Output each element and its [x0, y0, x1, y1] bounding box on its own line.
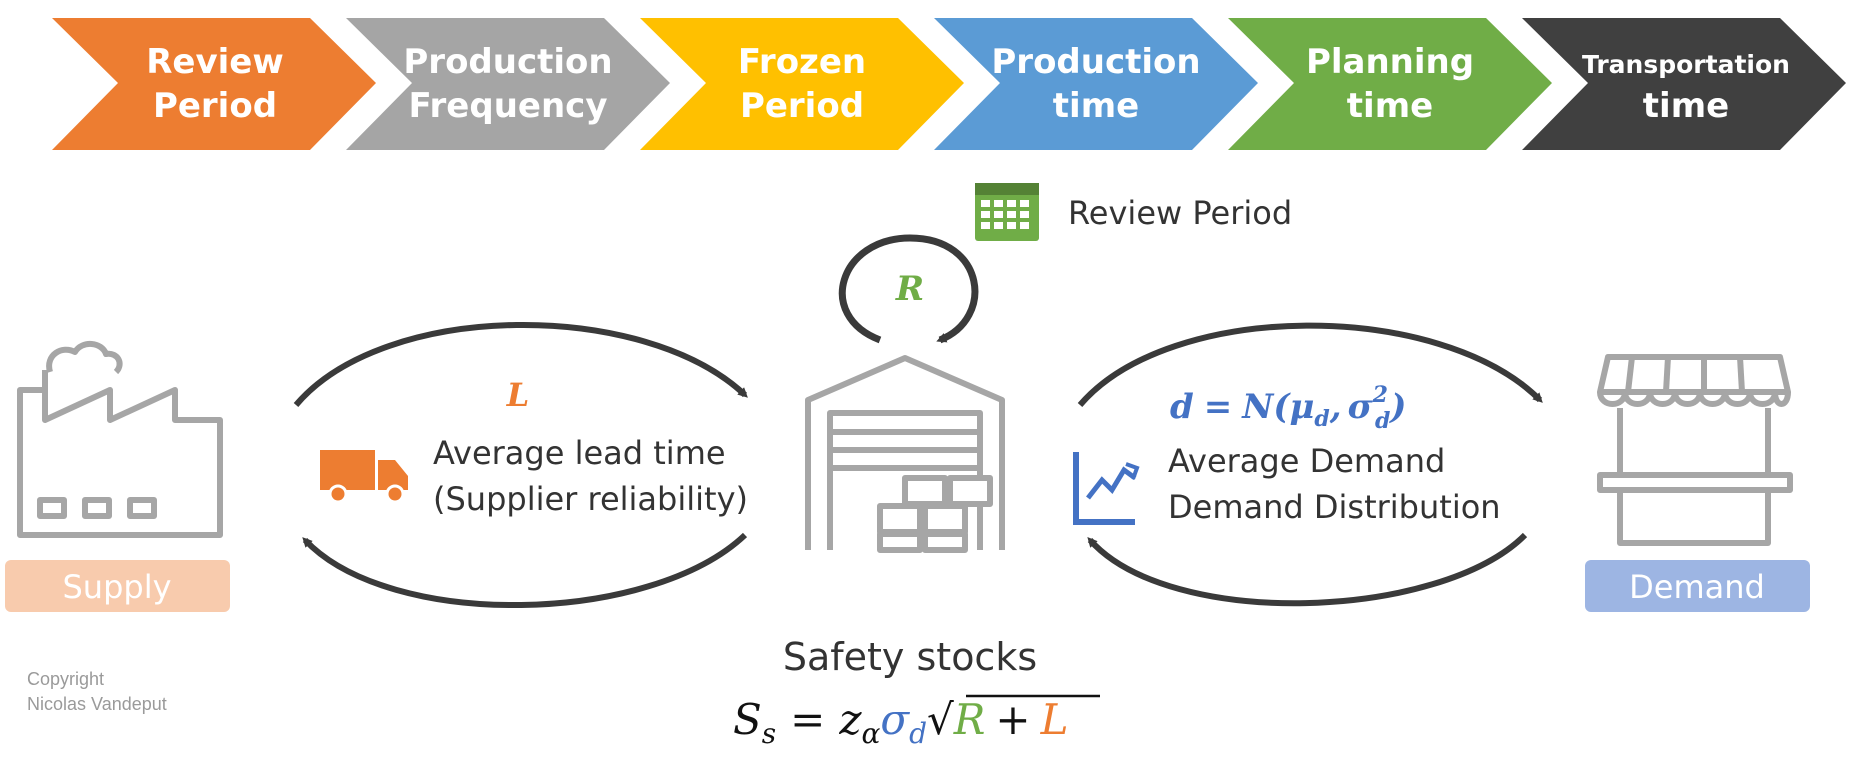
- warehouse-icon: [805, 355, 1005, 553]
- formula-mu: μ: [1289, 387, 1314, 427]
- chevron-line1: Frozen: [738, 42, 866, 82]
- chevron-line2: time: [1643, 86, 1729, 126]
- chevron-line2: time: [1053, 86, 1139, 126]
- formula-plus: +: [995, 695, 1030, 744]
- demand-top-arrow: [1077, 322, 1543, 407]
- demand-line1: Average Demand: [1168, 442, 1445, 480]
- review-symbol-r: R: [895, 269, 924, 309]
- chevron-line1: Transportation: [1582, 50, 1790, 79]
- chevron-line1: Planning: [1306, 42, 1474, 82]
- chevron-line1: Review: [146, 42, 284, 82]
- chevron-transportation-time: Transportation time: [1522, 18, 1846, 150]
- lead-time-line2: (Supplier reliability): [433, 480, 748, 518]
- trend-chart-icon: [1073, 452, 1140, 525]
- safety-stock-formula: Ss = zασd√R+L: [733, 695, 1069, 750]
- demand-badge-label: Demand: [1629, 568, 1765, 606]
- chevron-line1: Production: [991, 42, 1200, 82]
- formula-sigma: σ: [880, 695, 910, 744]
- formula-eq: =: [1204, 387, 1233, 427]
- copyright-line2: Nicolas Vandeput: [27, 694, 167, 714]
- chevron-production-time: Production time: [934, 18, 1258, 150]
- chevron-production-frequency: Production Frequency: [346, 18, 670, 150]
- formula-S-sub: s: [762, 717, 776, 750]
- supply-badge: [5, 560, 230, 612]
- demand-badge: [1585, 560, 1810, 612]
- calendar-icon: [975, 183, 1039, 241]
- demand-bottom-arrow: [1087, 532, 1528, 607]
- lead-time-symbol-l: L: [506, 376, 530, 414]
- formula-mu-sub: d: [1314, 406, 1329, 432]
- formula-sup: 2: [1372, 382, 1388, 408]
- supply-badge-label: Supply: [62, 568, 171, 606]
- safety-stocks-title: Safety stocks: [783, 635, 1037, 679]
- formula-close: ): [1388, 387, 1406, 427]
- chevron-line2: Period: [153, 86, 277, 126]
- formula-d: d: [1170, 387, 1194, 427]
- formula-sqrt: √: [927, 695, 954, 744]
- formula-z: z: [838, 695, 862, 744]
- formula-fn: N(: [1241, 387, 1291, 427]
- chevron-planning-time: Planning time: [1228, 18, 1552, 150]
- formula-S: S: [733, 695, 762, 744]
- formula-comma: ,: [1329, 387, 1342, 427]
- chevron-line2: Period: [740, 86, 864, 126]
- formula-sigma-sub: d: [1375, 408, 1390, 434]
- formula-sigma-sub: d: [909, 717, 927, 750]
- cycle-arrow-icon: [838, 234, 979, 344]
- store-icon: [1597, 354, 1793, 546]
- copyright-line1: Copyright: [27, 669, 104, 689]
- formula-R: R: [953, 695, 986, 744]
- chevron-frozen-period: Frozen Period: [640, 18, 964, 150]
- chevron-line1: Production: [403, 42, 612, 82]
- chevron-review-period: Review Period: [52, 18, 376, 150]
- lead-time-line1: Average lead time: [433, 434, 726, 472]
- formula-alpha: α: [862, 717, 881, 750]
- formula-L: L: [1040, 695, 1069, 744]
- lead-time-top-arrow: [293, 322, 748, 407]
- formula-sigma: σ: [1348, 387, 1374, 427]
- review-period-label: Review Period: [1068, 194, 1292, 232]
- chevron-process-bar: Review Period Production Frequency Froze…: [52, 18, 1846, 150]
- demand-line2: Demand Distribution: [1168, 488, 1501, 526]
- chevron-line2: time: [1347, 86, 1433, 126]
- lead-time-bottom-arrow: [302, 532, 748, 609]
- chevron-line2: Frequency: [408, 86, 607, 126]
- formula-eq: =: [790, 695, 825, 744]
- factory-icon: [17, 341, 223, 538]
- truck-icon: [320, 450, 408, 504]
